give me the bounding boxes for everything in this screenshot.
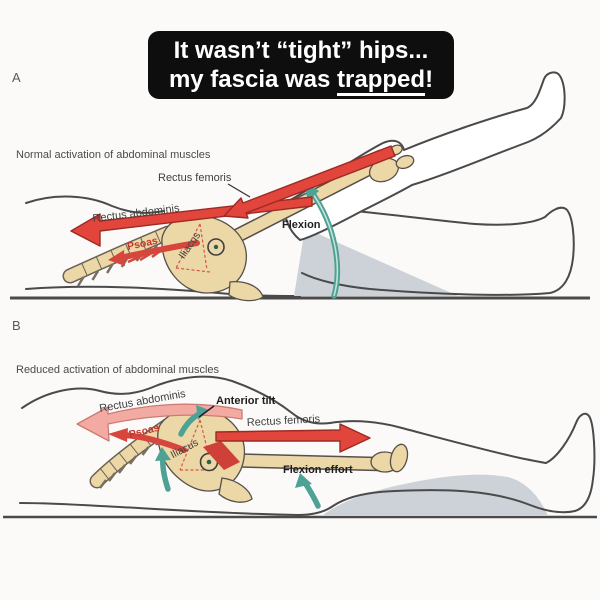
caption-line2: my fascia was trapped! (169, 65, 433, 96)
leg-shadow-b (322, 474, 548, 516)
femur-b (212, 443, 409, 473)
anterior-tilt-label-b: Anterior tilt (216, 395, 276, 407)
flexion-effort-arrow-b (295, 473, 321, 509)
panel-a-caption: Normal activation of abdominal muscles (16, 149, 211, 161)
thigh-shin-outline-b (329, 420, 547, 464)
foot-calf-outline-b (297, 412, 596, 516)
iliacus-dashed-lines-a (175, 223, 211, 273)
caption-underlined-word: trapped (337, 66, 426, 96)
torso-underside-b (19, 502, 299, 516)
anterior-tilt-pointer-b (198, 405, 215, 418)
support-shadow-a (294, 228, 458, 296)
raised-leg-outline-a (283, 71, 566, 241)
rectus-femoris-arrow-a (223, 145, 396, 219)
rectus-femoris-label-a: Rectus femoris (158, 172, 232, 184)
panel-a-illustration: A Normal activation of abdominal muscles… (10, 70, 590, 302)
panel-a-letter: A (12, 70, 21, 85)
panel-b-illustration: B Reduced activation of abdominal muscle… (3, 318, 597, 519)
flexion-label-a: Flexion (282, 219, 321, 231)
pelvis-rotation-arrow-b (155, 447, 171, 492)
rectus-femoris-label-b: Rectus femoris (247, 413, 321, 429)
meme-caption-banner: It wasn’t “tight” hips... my fascia was … (148, 31, 454, 99)
panel-b-letter: B (12, 318, 21, 333)
torso-outline-b (21, 375, 331, 425)
rectus-femoris-pointer-a (227, 183, 251, 198)
psoas-arrow-b (108, 428, 187, 453)
psoas-arrow-a (108, 240, 200, 266)
caption-line1: It wasn’t “tight” hips... (173, 37, 429, 64)
rectus-femoris-arrow-b (215, 423, 371, 453)
panel-b-caption: Reduced activation of abdominal muscles (16, 364, 220, 376)
torso-outline-a (25, 195, 165, 214)
resting-leg-outline-a (297, 205, 575, 296)
rectus-femoris-origin-b (203, 441, 240, 470)
flexion-effort-label-b: Flexion effort (283, 464, 353, 476)
